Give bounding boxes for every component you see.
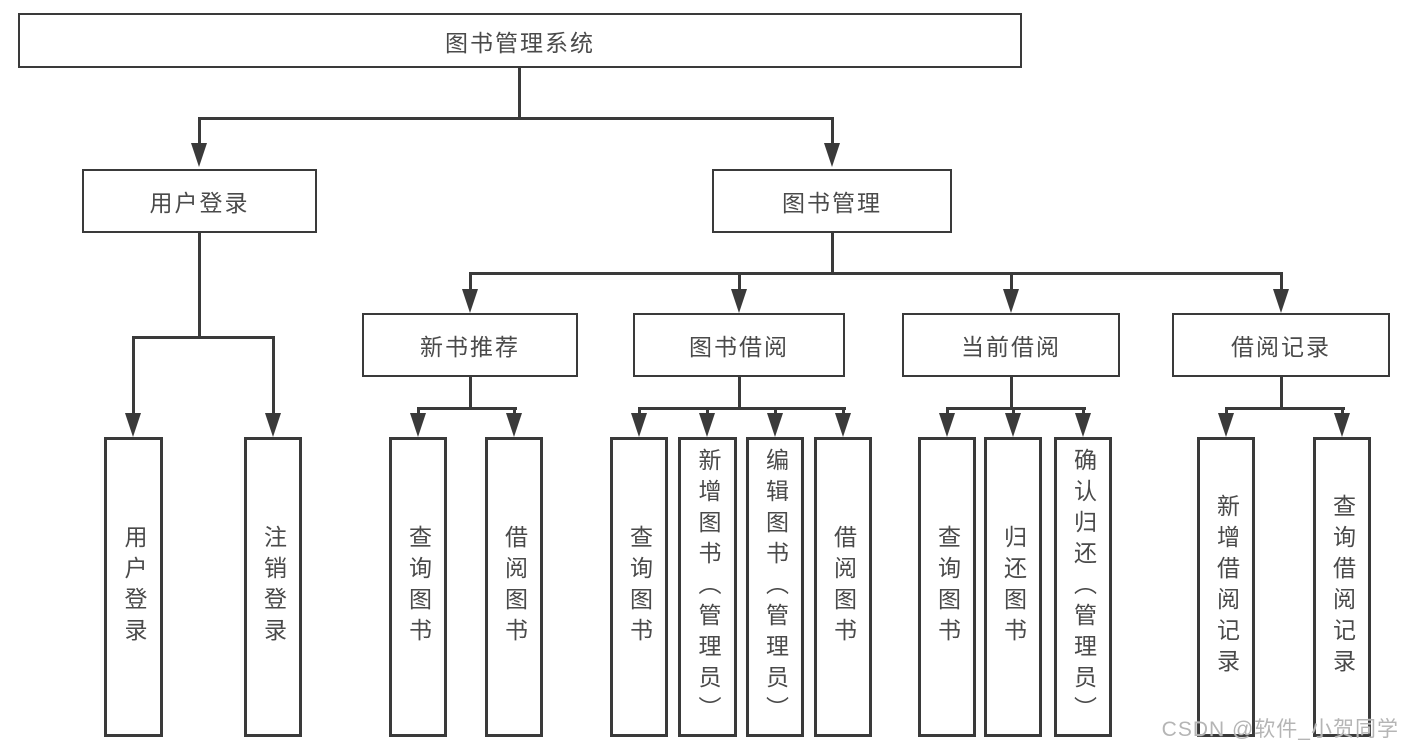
leaf-query-books-2: 查询图书 (610, 437, 668, 737)
leaf-add-book-admin-label: 新增图书（管理员） (695, 447, 721, 727)
connector-book-borrow-hline (638, 407, 846, 410)
leaf-return-books-label: 归还图书 (1000, 525, 1027, 649)
node-book-management: 图书管理 (712, 169, 952, 233)
connector-to-leaf-confirm-return-line (1082, 407, 1085, 413)
connector-to-leaf-borrow-books-2-line (842, 407, 845, 413)
csdn-watermark: CSDN @软件_小贺同学 (1161, 718, 1399, 741)
leaf-logout-label: 注销登录 (260, 525, 287, 649)
connector-to-leaf-query-record-line (1341, 407, 1344, 413)
connector-current-borrow-stub (1010, 377, 1013, 407)
connector-to-leaf-query-books-2-line (638, 407, 641, 413)
arrow-to-leaf-return-books-icon (1005, 413, 1021, 437)
connector-to-leaf-borrow-books-1-line (513, 407, 516, 413)
leaf-edit-book-admin-label: 编辑图书（管理员） (762, 447, 789, 727)
connector-to-leaf-query-books-1-line (417, 407, 420, 413)
leaf-query-books-1: 查询图书 (389, 437, 447, 737)
node-user-login: 用户登录 (82, 169, 317, 233)
connector-new-book-hline (417, 407, 517, 410)
arrow-to-user-login-icon (191, 143, 207, 167)
connector-to-new-book-line (469, 272, 472, 289)
arrow-to-leaf-query-books-3-icon (939, 413, 955, 437)
node-new-book-recommendation: 新书推荐 (362, 313, 578, 377)
arrow-to-new-book-icon (462, 289, 478, 313)
arrow-to-borrow-records-icon (1273, 289, 1289, 313)
arrow-to-leaf-borrow-books-2-icon (835, 413, 851, 437)
leaf-query-books-1-label: 查询图书 (405, 525, 432, 649)
connector-root-hline (198, 117, 833, 120)
connector-to-book-management-line (831, 117, 834, 143)
leaf-confirm-return-admin-label: 确认归还（管理员） (1070, 447, 1097, 727)
leaf-query-borrow-record: 查询借阅记录 (1313, 437, 1371, 737)
connector-to-leaf-add-book-line (706, 407, 709, 413)
connector-to-leaf-query-books-3-line (946, 407, 949, 413)
connector-to-leaf-user-login-line (132, 336, 135, 413)
connector-to-user-login-line (198, 117, 201, 143)
connector-book-management-stub (831, 233, 834, 272)
leaf-borrow-books-1: 借阅图书 (485, 437, 543, 737)
arrow-to-book-management-icon (824, 143, 840, 167)
connector-to-leaf-add-record-line (1225, 407, 1228, 413)
leaf-add-borrow-record-label: 新增借阅记录 (1213, 494, 1240, 680)
connector-borrow-records-stub (1280, 377, 1283, 407)
leaf-query-books-2-label: 查询图书 (626, 525, 653, 649)
node-new-book-recommendation-label: 新书推荐 (420, 334, 520, 360)
node-user-login-label: 用户登录 (149, 190, 250, 216)
leaf-user-login: 用户登录 (104, 437, 163, 737)
connector-borrow-records-hline (1225, 407, 1345, 410)
arrow-to-book-borrow-icon (731, 289, 747, 313)
node-library-management-system: 图书管理系统 (18, 13, 1022, 68)
leaf-add-borrow-record: 新增借阅记录 (1197, 437, 1255, 737)
node-book-borrowing-label: 图书借阅 (689, 334, 789, 360)
node-current-borrowing: 当前借阅 (902, 313, 1120, 377)
leaf-query-borrow-record-label: 查询借阅记录 (1329, 494, 1356, 680)
arrow-to-leaf-confirm-return-icon (1075, 413, 1091, 437)
arrow-to-leaf-borrow-books-1-icon (506, 413, 522, 437)
connector-root-stub (518, 68, 521, 117)
leaf-return-books: 归还图书 (984, 437, 1042, 737)
leaf-borrow-books-2: 借阅图书 (814, 437, 872, 737)
leaf-user-login-label: 用户登录 (121, 525, 147, 649)
connector-user-login-stub (198, 233, 201, 336)
node-library-management-system-label: 图书管理系统 (445, 29, 595, 56)
connector-to-leaf-return-books-line (1012, 407, 1015, 413)
leaf-logout: 注销登录 (244, 437, 302, 737)
leaf-add-book-admin: 新增图书（管理员） (678, 437, 737, 737)
leaf-edit-book-admin: 编辑图书（管理员） (746, 437, 804, 737)
node-book-management-label: 图书管理 (782, 190, 882, 216)
connector-to-leaf-edit-book-line (774, 407, 777, 413)
leaf-confirm-return-admin: 确认归还（管理员） (1054, 437, 1112, 737)
arrow-to-leaf-add-book-icon (699, 413, 715, 437)
arrow-to-leaf-add-record-icon (1218, 413, 1234, 437)
connector-to-current-borrow-line (1010, 272, 1013, 289)
node-current-borrowing-label: 当前借阅 (961, 334, 1061, 360)
connector-to-borrow-records-line (1280, 272, 1283, 289)
connector-current-borrow-hline (946, 407, 1086, 410)
arrow-to-current-borrow-icon (1003, 289, 1019, 313)
connector-book-management-hline (469, 272, 1283, 275)
arrow-to-leaf-query-books-1-icon (410, 413, 426, 437)
node-borrowing-records: 借阅记录 (1172, 313, 1390, 377)
leaf-query-books-3: 查询图书 (918, 437, 976, 737)
node-borrowing-records-label: 借阅记录 (1231, 334, 1331, 360)
node-book-borrowing: 图书借阅 (633, 313, 845, 377)
connector-to-book-borrow-line (738, 272, 741, 289)
arrow-to-leaf-logout-icon (265, 413, 281, 437)
leaf-borrow-books-1-label: 借阅图书 (501, 525, 528, 649)
arrow-to-leaf-user-login-icon (125, 413, 141, 437)
connector-user-login-hline (132, 336, 275, 339)
connector-to-leaf-logout-line (272, 336, 275, 413)
arrow-to-leaf-query-record-icon (1334, 413, 1350, 437)
leaf-query-books-3-label: 查询图书 (934, 525, 961, 649)
arrow-to-leaf-edit-book-icon (767, 413, 783, 437)
arrow-to-leaf-query-books-2-icon (631, 413, 647, 437)
connector-new-book-stub (469, 377, 472, 407)
connector-book-borrow-stub (738, 377, 741, 407)
leaf-borrow-books-2-label: 借阅图书 (830, 525, 857, 649)
